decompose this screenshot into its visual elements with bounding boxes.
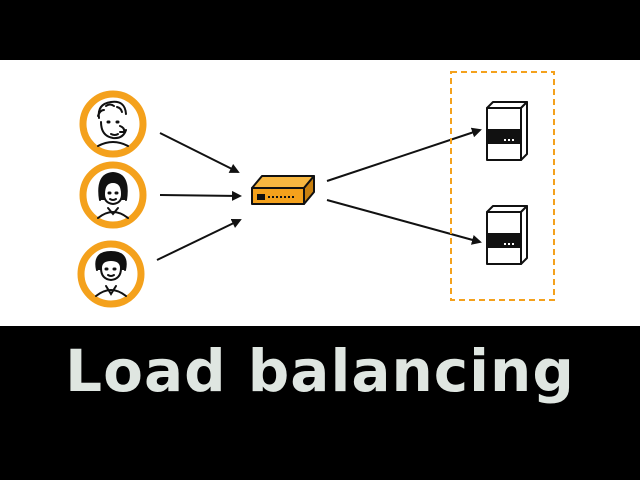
caption-title: Load balancing [65, 337, 575, 405]
load-balancer-device-icon [251, 175, 315, 205]
caption-bar: Load balancing [0, 326, 640, 416]
arrow-balancer-to-server-2 [326, 199, 482, 245]
person-afro-hair-icon [95, 250, 127, 297]
top-black-bar [0, 0, 640, 60]
person-long-hair-icon [97, 171, 129, 219]
server-rack-icon [486, 205, 528, 265]
arrow-client-2-to-balancer [159, 190, 242, 201]
arrow-client-3-to-balancer [156, 218, 242, 261]
person-curly-hair-icon [97, 100, 129, 147]
client-1 [79, 90, 147, 158]
arrow-balancer-to-server-1 [326, 127, 482, 182]
load-balancing-diagram [77, 71, 555, 308]
client-2 [79, 161, 147, 229]
server-rack-icon [486, 101, 528, 161]
server-group-box [450, 71, 555, 301]
arrow-client-1-to-balancer [159, 132, 240, 173]
client-3 [77, 240, 145, 308]
diagram-panel [0, 60, 640, 326]
